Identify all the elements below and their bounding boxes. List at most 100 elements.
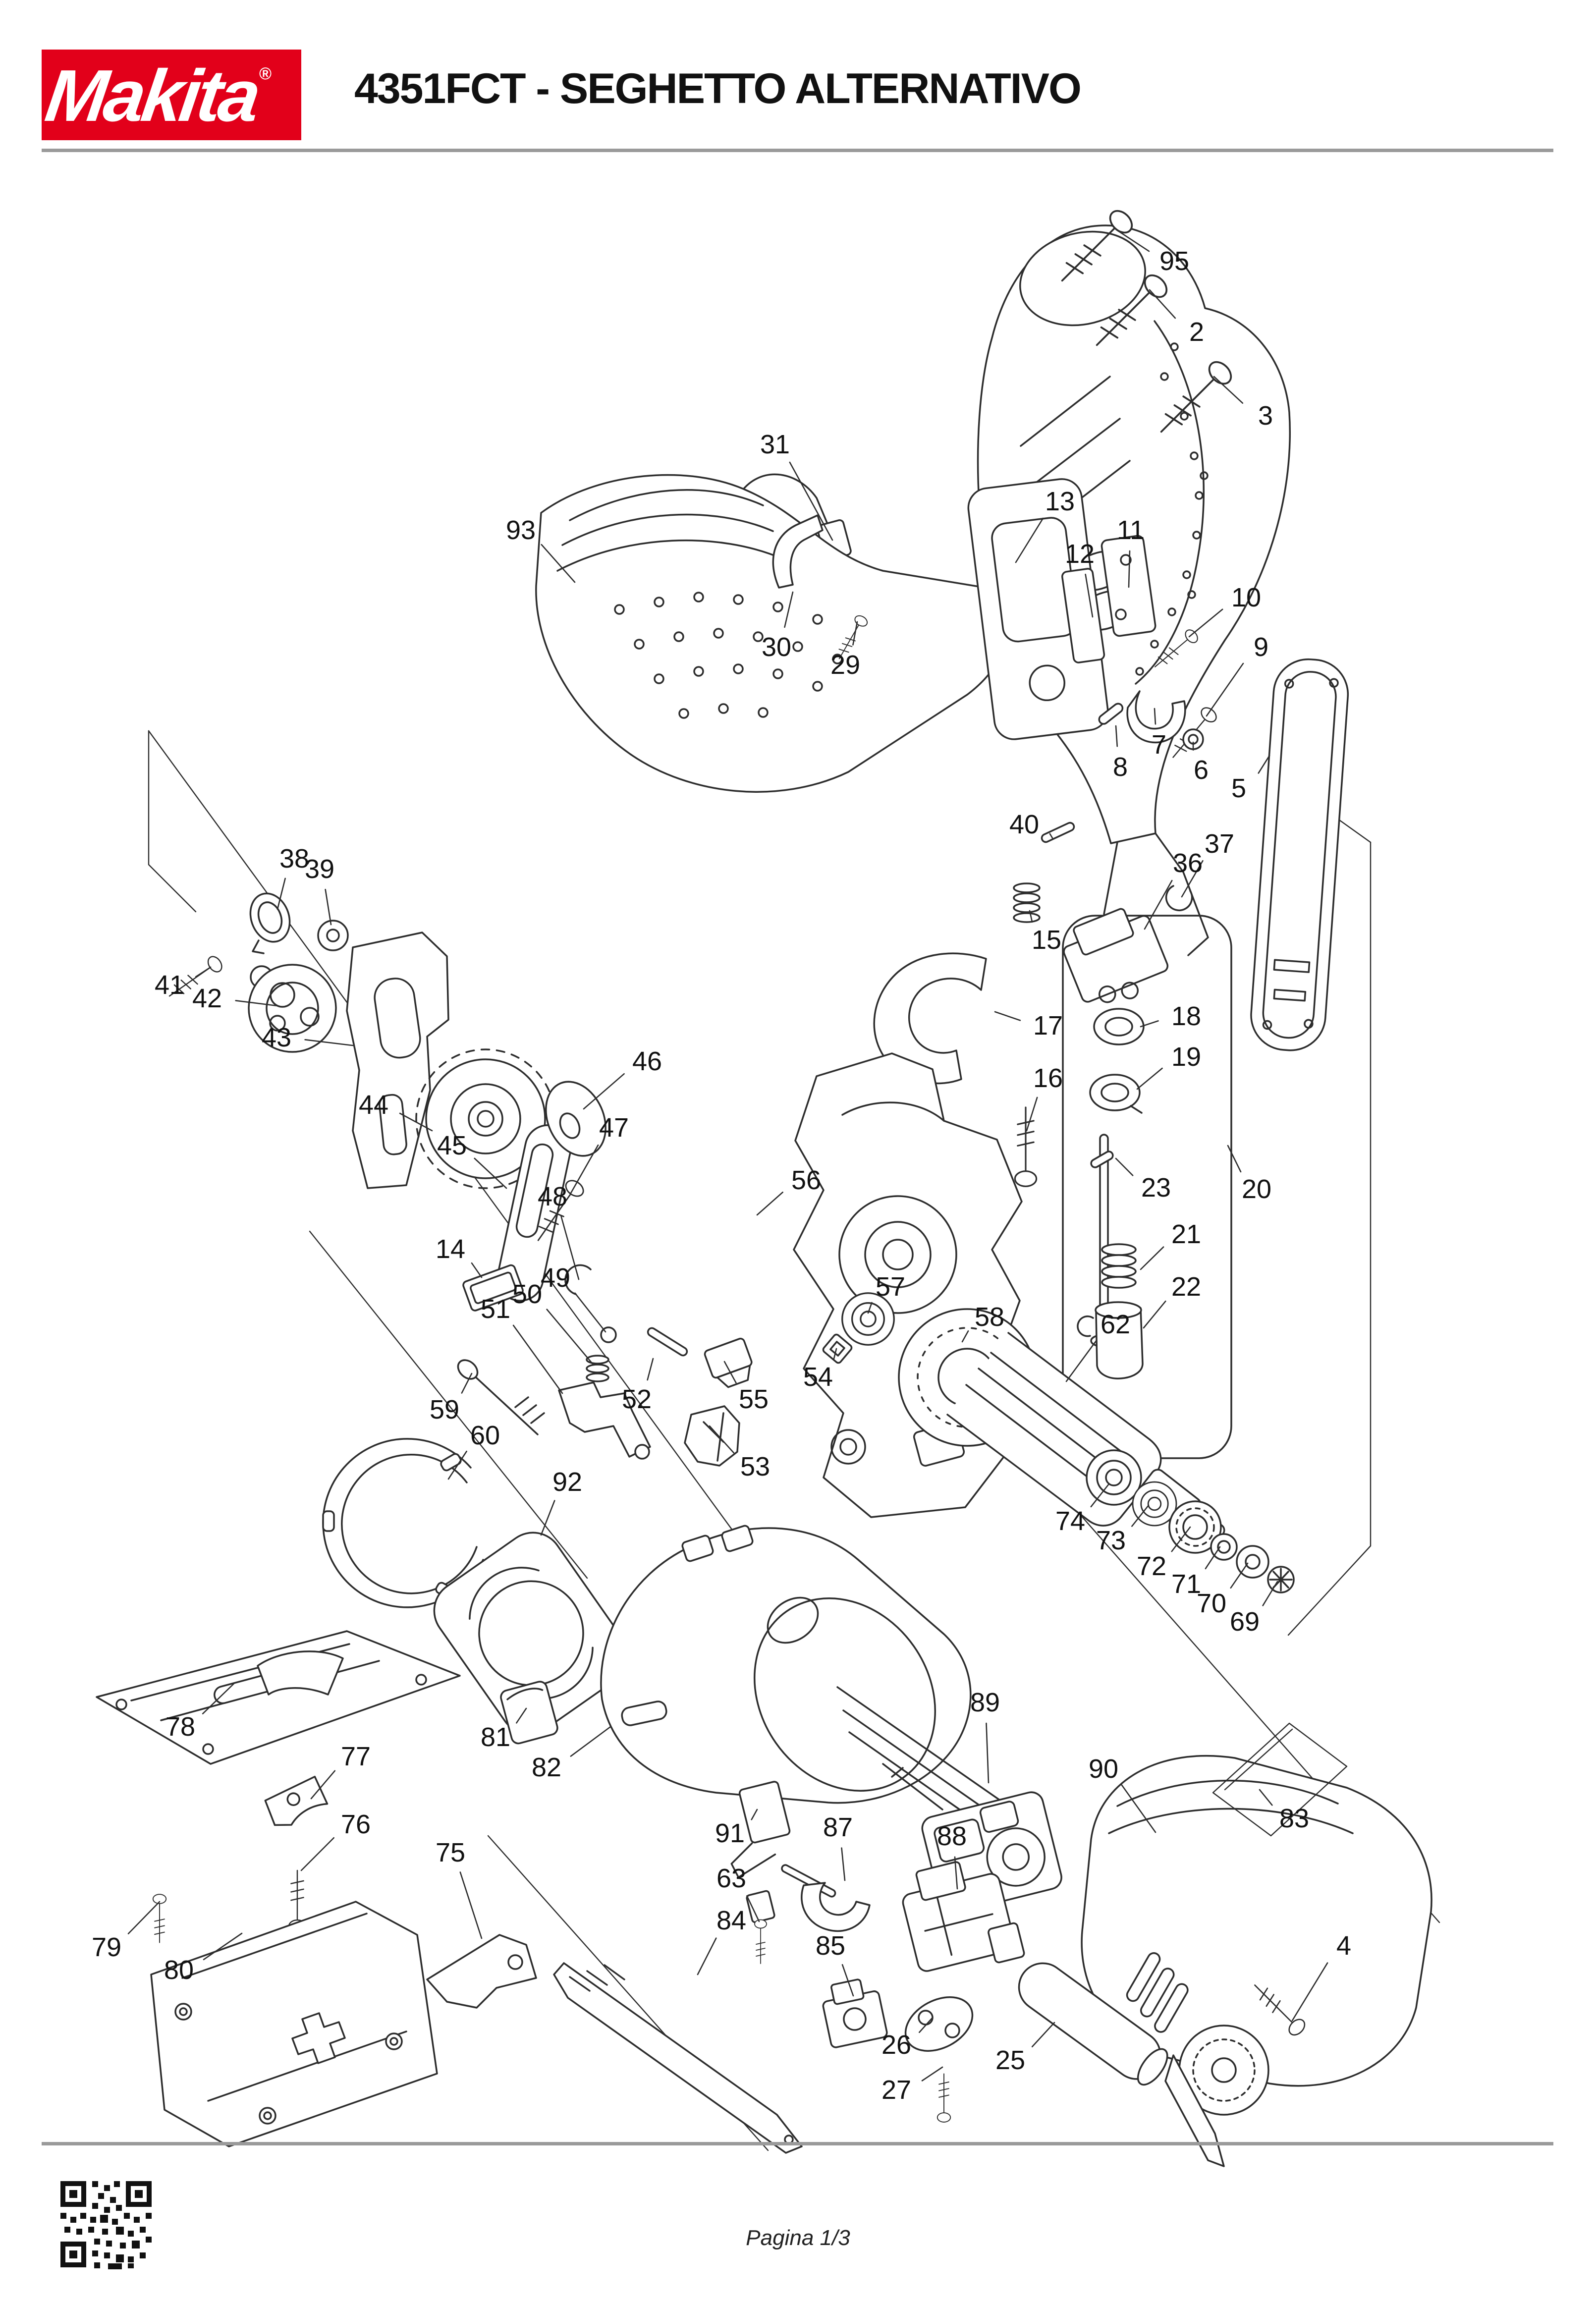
leader-line-47 bbox=[570, 1144, 599, 1194]
callout-10: 10 bbox=[1231, 583, 1262, 612]
callout-91: 91 bbox=[715, 1818, 745, 1848]
leader-line-40 bbox=[1049, 833, 1054, 840]
callout-70: 70 bbox=[1196, 1589, 1227, 1618]
leader-line-43 bbox=[304, 1039, 354, 1046]
callout-81: 81 bbox=[480, 1722, 511, 1752]
leader-line-37 bbox=[1181, 860, 1204, 898]
callout-30: 30 bbox=[761, 632, 792, 662]
leader-line-51 bbox=[512, 1324, 563, 1394]
callout-22: 22 bbox=[1171, 1272, 1202, 1302]
leader-line-71 bbox=[1205, 1546, 1221, 1570]
field-stator-group-drawing bbox=[322, 1359, 629, 1735]
callout-43: 43 bbox=[261, 1023, 292, 1052]
callout-54: 54 bbox=[803, 1362, 833, 1392]
leader-line-10 bbox=[1188, 608, 1223, 638]
blade-clamp-assembly-drawing bbox=[873, 882, 1145, 1379]
callout-51: 51 bbox=[480, 1294, 511, 1324]
cover-gasket-drawing bbox=[1250, 658, 1349, 1051]
leader-line-77 bbox=[310, 1770, 336, 1800]
callout-37: 37 bbox=[1204, 829, 1235, 859]
callout-85: 85 bbox=[815, 1931, 846, 1961]
callout-90: 90 bbox=[1088, 1754, 1119, 1784]
callout-77: 77 bbox=[340, 1742, 371, 1771]
leader-line-83 bbox=[1259, 1789, 1273, 1806]
callout-50: 50 bbox=[512, 1279, 543, 1309]
leader-line-49 bbox=[574, 1292, 606, 1333]
leader-line-95 bbox=[1116, 229, 1150, 252]
leader-line-90 bbox=[1121, 1784, 1156, 1833]
leader-line-4 bbox=[1291, 1962, 1328, 2022]
leader-line-70 bbox=[1230, 1562, 1249, 1589]
leader-line-9 bbox=[1206, 662, 1244, 717]
callout-55: 55 bbox=[738, 1384, 769, 1414]
leader-line-12 bbox=[1085, 573, 1094, 618]
callout-17: 17 bbox=[1033, 1011, 1063, 1041]
callout-80: 80 bbox=[164, 1955, 194, 1985]
leader-line-92 bbox=[540, 1500, 555, 1536]
callout-89: 89 bbox=[970, 1688, 1000, 1717]
callout-2: 2 bbox=[1189, 317, 1205, 347]
leader-line-20 bbox=[1227, 1145, 1242, 1173]
leader-line-11 bbox=[1128, 550, 1131, 588]
leader-line-57 bbox=[867, 1302, 873, 1314]
leader-line-59 bbox=[461, 1372, 473, 1394]
leader-line-78 bbox=[202, 1683, 235, 1714]
leader-line-29 bbox=[852, 621, 858, 646]
callout-48: 48 bbox=[537, 1182, 568, 1211]
footer-rule bbox=[42, 2142, 1553, 2145]
roller-lever-group-drawing bbox=[558, 1326, 853, 1467]
callout-21: 21 bbox=[1171, 1219, 1202, 1249]
leader-line-63 bbox=[746, 1895, 760, 1922]
callout-11: 11 bbox=[1116, 515, 1145, 545]
leader-line-44 bbox=[399, 1112, 433, 1132]
leader-line-89 bbox=[986, 1722, 990, 1784]
callout-27: 27 bbox=[881, 2075, 912, 2105]
leader-line-80 bbox=[203, 1932, 243, 1961]
gear-housing-drawing bbox=[793, 1052, 1023, 1518]
callout-78: 78 bbox=[165, 1712, 196, 1742]
leader-line-2 bbox=[1149, 289, 1176, 319]
callout-62: 62 bbox=[1100, 1310, 1131, 1339]
leader-line-42 bbox=[235, 1000, 278, 1007]
callout-14: 14 bbox=[435, 1234, 466, 1264]
leader-line-46 bbox=[583, 1073, 625, 1110]
leader-line-31 bbox=[789, 461, 833, 541]
leader-line-45 bbox=[474, 1157, 507, 1189]
callout-92: 92 bbox=[552, 1467, 583, 1497]
callout-6: 6 bbox=[1193, 755, 1209, 785]
callout-56: 56 bbox=[791, 1165, 822, 1195]
leader-line-81 bbox=[516, 1707, 527, 1724]
callout-16: 16 bbox=[1033, 1063, 1063, 1093]
leader-line-56 bbox=[756, 1191, 783, 1216]
callout-75: 75 bbox=[435, 1838, 466, 1867]
leader-line-72 bbox=[1171, 1526, 1191, 1552]
leader-line-21 bbox=[1140, 1246, 1164, 1270]
callout-5: 5 bbox=[1231, 773, 1247, 803]
leader-line-62 bbox=[1065, 1339, 1098, 1382]
leader-line-50 bbox=[546, 1309, 595, 1366]
counterweight-group-drawing bbox=[164, 892, 606, 1312]
leader-line-52 bbox=[647, 1358, 654, 1381]
dust-cover-drawing bbox=[535, 474, 1010, 793]
leader-line-17 bbox=[994, 1011, 1021, 1021]
leader-line-8 bbox=[1115, 725, 1118, 747]
callout-73: 73 bbox=[1096, 1526, 1126, 1555]
leader-line-75 bbox=[459, 1871, 483, 1939]
callout-72: 72 bbox=[1136, 1551, 1167, 1581]
makita-logo: Makita ® bbox=[41, 50, 301, 140]
leader-line-79 bbox=[127, 1901, 161, 1934]
callout-45: 45 bbox=[437, 1131, 467, 1160]
callout-29: 29 bbox=[830, 650, 861, 680]
callout-76: 76 bbox=[340, 1810, 371, 1839]
callout-18: 18 bbox=[1171, 1001, 1202, 1031]
callout-63: 63 bbox=[716, 1864, 747, 1893]
callout-8: 8 bbox=[1112, 752, 1128, 782]
leader-line-25 bbox=[1031, 2022, 1055, 2048]
callout-95: 95 bbox=[1159, 246, 1190, 276]
callout-44: 44 bbox=[358, 1090, 389, 1120]
callout-39: 39 bbox=[304, 854, 335, 884]
leader-line-16 bbox=[1026, 1097, 1038, 1132]
leader-line-7 bbox=[1154, 708, 1156, 725]
